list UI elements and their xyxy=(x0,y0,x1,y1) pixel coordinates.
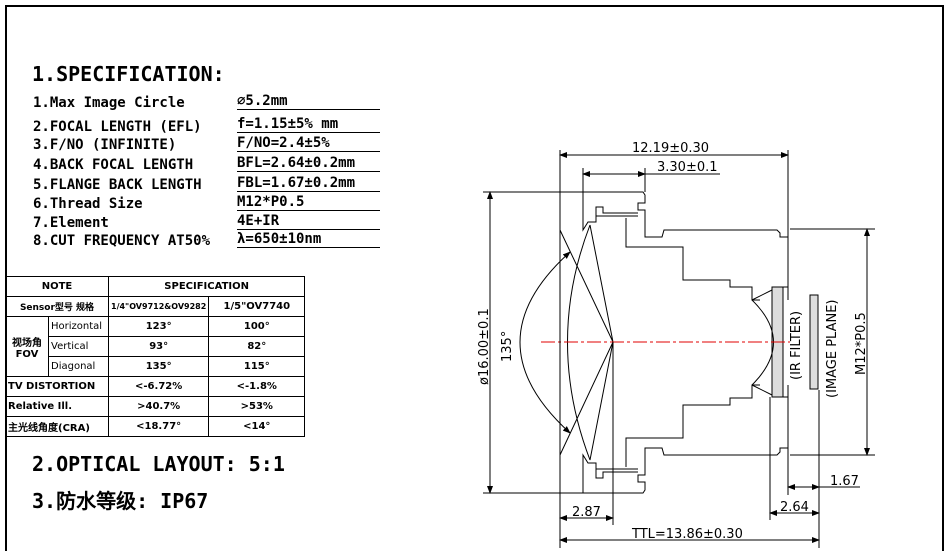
dim-thread: M12*P0.5 xyxy=(854,312,869,375)
spec-value: BFL=2.64±0.2mm xyxy=(237,155,380,172)
cell: <-1.8% xyxy=(208,376,306,397)
spec-value: M12*P0.5 xyxy=(237,194,380,211)
lens-housing-lower-inner xyxy=(582,384,760,493)
dim-overall-length: 12.19±0.30 xyxy=(632,141,709,156)
dim-front: 2.87 xyxy=(572,505,601,520)
ir-filter-label: (IR FILTER) xyxy=(789,311,804,380)
dim-fbl: 1.67 xyxy=(830,474,859,489)
spec-label: 7.Element xyxy=(33,215,109,231)
dim-flange: 3.30±0.1 xyxy=(657,160,718,175)
extension-lines xyxy=(483,150,875,548)
spec-title: 1.SPECIFICATION: xyxy=(32,62,225,86)
spec-value: F/NO=2.4±5% xyxy=(237,135,380,152)
image-plane-label: (IMAGE PLANE) xyxy=(825,300,840,399)
lens-housing-lower xyxy=(583,396,789,494)
image-plane xyxy=(809,294,819,390)
spec-value: ∅5.2mm xyxy=(237,93,380,110)
spec-label: 8.CUT FREQUENCY AT50% xyxy=(33,233,211,249)
cell: <18.77° xyxy=(107,416,210,437)
dim-ttl: TTL=13.86±0.30 xyxy=(631,527,743,542)
dim-diameter: ø16.00±0.1 xyxy=(477,308,492,385)
cell: <14° xyxy=(208,416,306,437)
spec-label: 1.Max Image Circle xyxy=(33,95,185,111)
dim-angle: 135° xyxy=(500,331,515,362)
spec-label: 3.F/NO (INFINITE) xyxy=(33,137,177,153)
spec-value: λ=650±10nm xyxy=(237,231,380,248)
waterproof-rating: 3.防水等级: IP67 xyxy=(32,489,209,513)
spec-label: 6.Thread Size xyxy=(33,196,143,212)
spec-value: FBL=1.67±0.2mm xyxy=(237,175,380,192)
field-angle-arc xyxy=(519,251,571,434)
lens-housing-inner xyxy=(582,192,760,301)
spec-label: 4.BACK FOCAL LENGTH xyxy=(33,157,194,173)
spec-label: 2.FOCAL LENGTH (EFL) xyxy=(33,119,202,135)
spec-label: 5.FLANGE BACK LENGTH xyxy=(33,177,202,193)
spec-value: 4E+IR xyxy=(237,213,380,230)
spec-value: f=1.15±5% mm xyxy=(237,116,380,133)
lens-housing xyxy=(583,191,789,288)
cell: 主光线角度(CRA) xyxy=(5,416,109,437)
optical-layout: 2.OPTICAL LAYOUT: 5:1 xyxy=(32,452,285,476)
dim-bfl: 2.64 xyxy=(780,500,809,515)
